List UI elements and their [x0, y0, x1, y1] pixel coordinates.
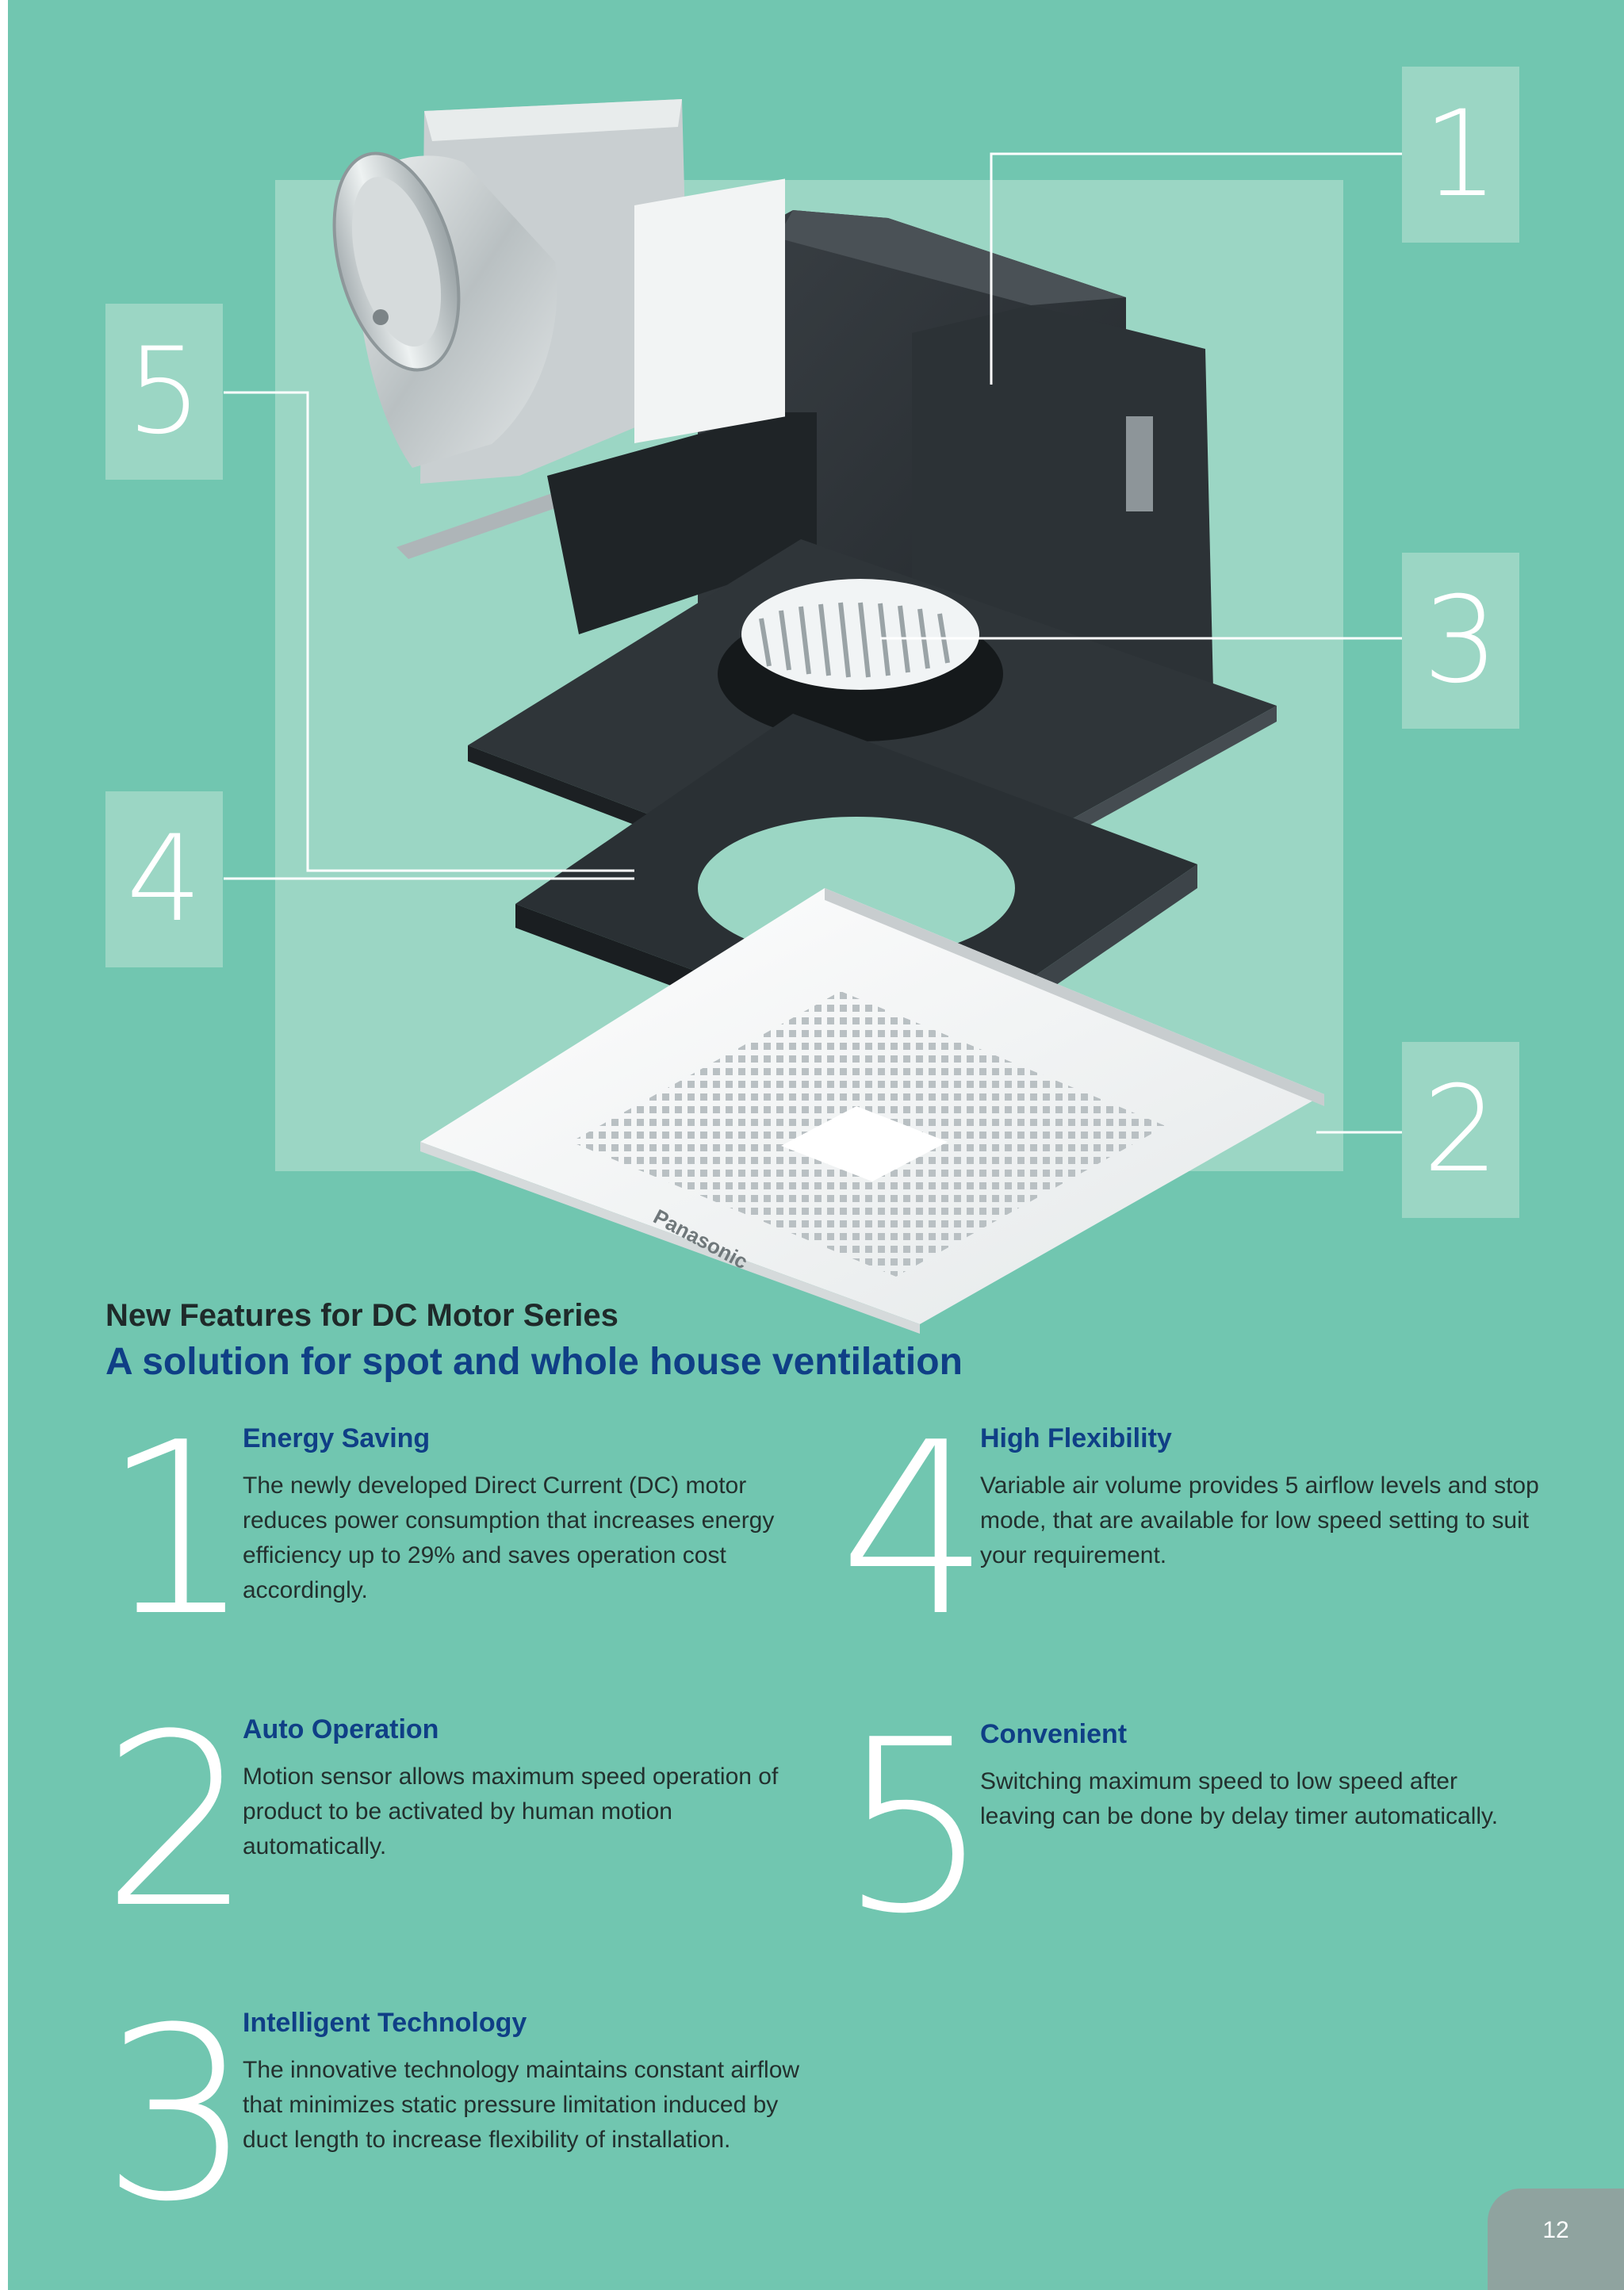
callout-leader-lines [224, 152, 1410, 1134]
feature-4-title: High Flexibility [980, 1423, 1172, 1453]
feature-5-number: 5 [839, 1689, 990, 1966]
callout-5: 5 [105, 304, 223, 480]
exploded-fan-illustration: Panasonic [332, 99, 1324, 1334]
page-edge [0, 0, 8, 2290]
page-number-tab [1488, 2189, 1624, 2290]
feature-4-body: Variable air volume provides 5 airflow l… [980, 1472, 1539, 1568]
feature-1-number: 1 [102, 1392, 253, 1668]
feature-1-body: The newly developed Direct Current (DC) … [243, 1472, 775, 1603]
feature-3-body: The innovative technology maintains cons… [243, 2057, 800, 2153]
callout-3: 3 [1402, 553, 1519, 729]
leader-line-1 [990, 152, 1410, 385]
feature-3-number: 3 [102, 1977, 253, 2254]
feature-5-title: Convenient [980, 1719, 1128, 1749]
feature-4-number: 4 [839, 1392, 990, 1668]
feature-2-title: Auto Operation [243, 1714, 439, 1744]
duct-adapter [332, 99, 690, 559]
callout-1: 1 [1402, 67, 1519, 243]
feature-3-title: Intelligent Technology [243, 2008, 527, 2038]
section-subtitle: New Features for DC Motor Series [105, 1298, 619, 1333]
page-number: 12 [1542, 2217, 1569, 2243]
leader-line-5 [224, 391, 634, 872]
ceiling-grille: Panasonic [420, 888, 1324, 1334]
section-title: A solution for spot and whole house vent… [105, 1341, 963, 1383]
feature-2-number: 2 [102, 1683, 253, 1960]
feature-1-title: Energy Saving [243, 1423, 431, 1453]
callout-4: 4 [105, 791, 223, 967]
feature-5-body: Switching maximum speed to low speed aft… [980, 1768, 1499, 1829]
callout-2: 2 [1402, 1042, 1519, 1218]
feature-2-body: Motion sensor allows maximum speed opera… [243, 1763, 779, 1859]
